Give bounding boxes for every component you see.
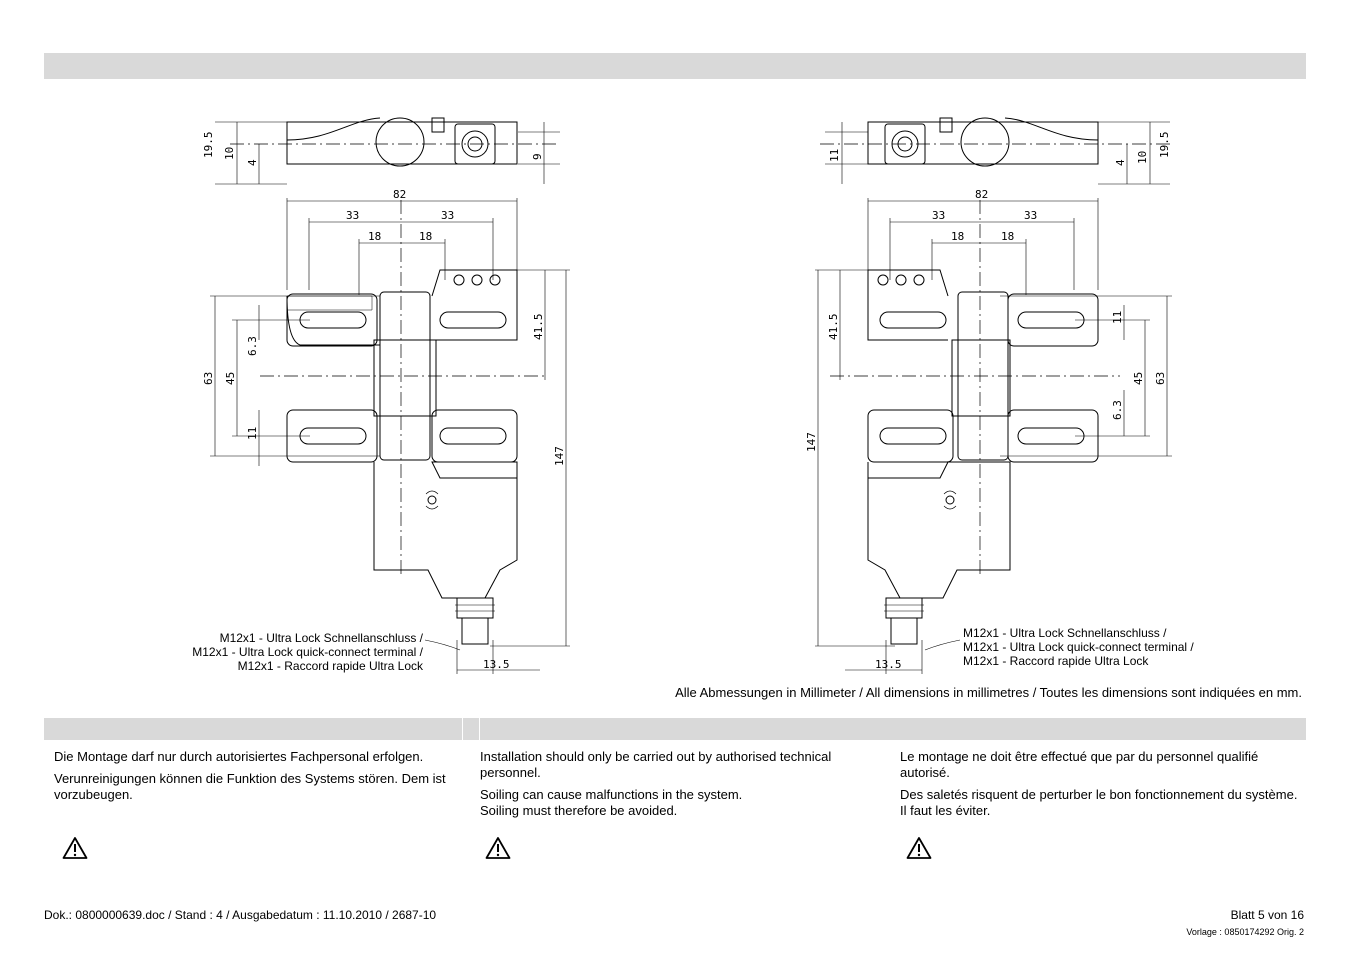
warning-icon bbox=[485, 837, 511, 859]
dim-left-10: 10 bbox=[223, 147, 236, 160]
dim-right-19-5: 19.5 bbox=[1158, 132, 1171, 159]
dim-left-63: 63 bbox=[202, 372, 215, 385]
callout-left-line-1: M12x1 - Ultra Lock Schnellanschluss / bbox=[219, 631, 423, 645]
dim-right-18b: 18 bbox=[1001, 230, 1014, 243]
dimensions-note: Alle Abmessungen in Millimeter / All dim… bbox=[675, 685, 1302, 700]
dim-right-41-5: 41.5 bbox=[827, 314, 840, 341]
dim-right-33b: 33 bbox=[1024, 209, 1037, 222]
dim-right-18a: 18 bbox=[951, 230, 964, 243]
callout-right: M12x1 - Ultra Lock Schnellanschluss / M1… bbox=[963, 626, 1263, 668]
dim-right-147: 147 bbox=[805, 432, 818, 452]
dim-left-33b: 33 bbox=[441, 209, 454, 222]
notes-en: Installation should only be carried out … bbox=[480, 749, 880, 819]
footer-page: Blatt 5 von 16 bbox=[1230, 908, 1304, 922]
callout-right-line-1: M12x1 - Ultra Lock Schnellanschluss / bbox=[963, 626, 1167, 640]
dim-right-33a: 33 bbox=[932, 209, 945, 222]
callout-right-line-3: M12x1 - Raccord rapide Ultra Lock bbox=[963, 654, 1149, 668]
dim-left-41-5: 41.5 bbox=[532, 314, 545, 341]
notes-de-p2: Verunreinigungen können die Funktion des… bbox=[54, 771, 446, 802]
footer-doc: Dok.: 0800000639.doc / Stand : 4 / Ausga… bbox=[44, 908, 437, 922]
dim-right-4: 4 bbox=[1114, 159, 1127, 166]
notes-band-divider bbox=[479, 718, 480, 740]
dim-left-19-5: 19.5 bbox=[202, 132, 215, 159]
notes-en-p1: Installation should only be carried out … bbox=[480, 749, 832, 780]
dim-left-9: 9 bbox=[531, 153, 544, 160]
dim-right-13-5: 13.5 bbox=[875, 658, 902, 671]
notes-de: Die Montage darf nur durch autorisiertes… bbox=[54, 749, 454, 809]
notes-en-p2b: Soiling must therefore be avoided. bbox=[480, 803, 678, 818]
dim-left-11: 11 bbox=[246, 427, 259, 440]
dim-left-45: 45 bbox=[224, 372, 237, 385]
technical-drawing: 19.5 10 4 9 82 33 33 18 18 41.5 6.3 45 6… bbox=[202, 117, 1172, 674]
notes-en-p2a: Soiling can cause malfunctions in the sy… bbox=[480, 787, 743, 802]
dim-right-11: 11 bbox=[1111, 311, 1124, 324]
callout-left-line-2: M12x1 - Ultra Lock quick-connect termina… bbox=[192, 645, 423, 659]
dim-left-13-5: 13.5 bbox=[483, 658, 510, 671]
callout-right-line-2: M12x1 - Ultra Lock quick-connect termina… bbox=[963, 640, 1194, 654]
dim-right-45: 45 bbox=[1132, 372, 1145, 385]
dim-right-63: 63 bbox=[1154, 372, 1167, 385]
dim-left-147: 147 bbox=[553, 446, 566, 466]
dim-left-4: 4 bbox=[246, 159, 259, 166]
dim-left-33a: 33 bbox=[346, 209, 359, 222]
callout-left: M12x1 - Ultra Lock Schnellanschluss / M1… bbox=[140, 631, 423, 673]
dim-left-18b: 18 bbox=[419, 230, 432, 243]
dim-left-6-3: 6.3 bbox=[246, 336, 259, 356]
callout-left-line-3: M12x1 - Raccord rapide Ultra Lock bbox=[237, 659, 423, 673]
notes-de-p1: Die Montage darf nur durch autorisiertes… bbox=[54, 749, 424, 764]
notes-fr-p1: Le montage ne doit être effectué que par… bbox=[900, 749, 1259, 780]
notes-fr-p2: Des saletés risquent de perturber le bon… bbox=[900, 787, 1298, 818]
header-band bbox=[44, 53, 1306, 79]
dim-left-18a: 18 bbox=[368, 230, 381, 243]
dim-left-82: 82 bbox=[393, 188, 406, 201]
notes-band bbox=[44, 718, 1306, 740]
footer-template: Vorlage : 0850174292 Orig. 2 bbox=[1186, 927, 1304, 937]
dim-right-10: 10 bbox=[1136, 151, 1149, 164]
warning-icon bbox=[62, 837, 88, 859]
notes-band-divider bbox=[462, 718, 463, 740]
warning-icon bbox=[906, 837, 932, 859]
dim-right-82: 82 bbox=[975, 188, 988, 201]
notes-fr: Le montage ne doit être effectué que par… bbox=[900, 749, 1300, 825]
dim-right-11-top: 11 bbox=[828, 149, 841, 162]
dim-right-6-3: 6.3 bbox=[1111, 400, 1124, 420]
